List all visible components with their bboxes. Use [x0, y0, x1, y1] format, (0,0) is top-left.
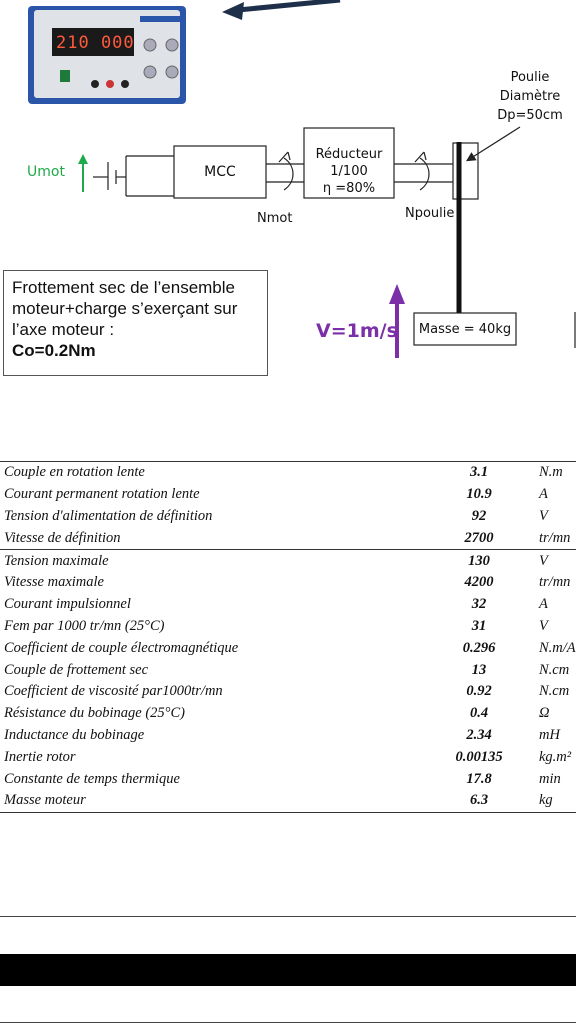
spec-value: 6.3: [469, 792, 489, 809]
mcc-label: MCC: [204, 164, 236, 180]
mass-box: [413, 312, 517, 346]
spec-unit: A: [539, 486, 548, 503]
spec-name: Tension d'alimentation de définition: [4, 507, 213, 524]
spec-unit: V: [539, 617, 548, 634]
table-row: Inductance du bobinage 2.34 mH: [0, 725, 576, 747]
spec-unit: kg.m²: [539, 748, 572, 765]
spec-unit: V: [539, 507, 548, 524]
spec-value: 10.9: [466, 486, 492, 503]
spec-unit: N.cm: [539, 683, 570, 700]
spec-value: 13: [471, 661, 487, 678]
pulley-line-1: Poulie: [510, 70, 550, 85]
spec-value: 17.8: [466, 770, 492, 787]
table-row: Résistance du bobinage (25°C) 0.4 Ω: [0, 703, 576, 725]
spec-value: 4200: [464, 574, 494, 591]
reducer-label: Réducteur 1/100 η =80%: [304, 146, 394, 197]
spec-unit: kg: [539, 792, 553, 809]
spec-name: Courant permanent rotation lente: [4, 486, 200, 503]
spec-unit: N.m: [539, 464, 563, 481]
pulley-annotation: Poulie Diamètre Dp=50cm: [488, 68, 572, 125]
spec-unit: mH: [539, 726, 560, 743]
psu-display: 210 000: [56, 33, 135, 53]
spec-unit: tr/mn: [539, 529, 571, 546]
spec-value: 2700: [464, 529, 494, 546]
reducer-efficiency: η =80%: [322, 181, 376, 196]
spec-name: Vitesse maximale: [4, 574, 104, 591]
table-row: Constante de temps thermique 17.8 min: [0, 768, 576, 790]
table-row: Tension d'alimentation de définition 92 V: [0, 506, 576, 528]
pulley-line-2: Diamètre: [499, 89, 561, 104]
table-row: Vitesse de définition 2700 tr/mn: [0, 527, 576, 549]
spec-name: Inductance du bobinage: [4, 726, 145, 743]
table-row: Couple de frottement sec 13 N.cm: [0, 659, 576, 681]
reducer-title: Réducteur: [315, 147, 383, 162]
spec-value: 130: [424, 549, 534, 572]
spec-unit: N.m/A: [539, 639, 576, 656]
table-row: Fem par 1000 tr/mn (25°C) 31 V: [0, 616, 576, 638]
spec-value: 31: [471, 617, 487, 634]
spec-name: Masse moteur: [4, 792, 86, 809]
umot-label: Umot: [27, 164, 65, 180]
spec-name: Constante de temps thermique: [4, 770, 180, 787]
friction-value: Co=0.2Nm: [12, 341, 96, 360]
friction-line-1: Frottement sec de l’ensemble: [12, 278, 235, 297]
table-row: Courant permanent rotation lente 10.9 A: [0, 484, 576, 506]
spec-unit: V: [534, 549, 576, 572]
spec-name: Vitesse de définition: [4, 529, 121, 546]
table-row: Inertie rotor 0.00135 kg.m²: [0, 746, 576, 768]
black-bar: [0, 954, 576, 986]
spec-name: Tension maximale: [0, 549, 424, 572]
table-row: Masse moteur 6.3 kg: [0, 790, 576, 812]
table-row: Coefficient de couple électromagnétique 0…: [0, 637, 576, 659]
spec-value: 2.34: [466, 726, 492, 743]
spec-value: 0.296: [462, 639, 496, 656]
table-row: Vitesse maximale 4200 tr/mn: [0, 572, 576, 594]
speed-label: V=1m/s: [316, 320, 398, 342]
spec-name: Fem par 1000 tr/mn (25°C): [4, 617, 165, 634]
spec-unit: Ω: [539, 705, 550, 722]
mass-label: Masse = 40kg: [418, 322, 512, 337]
spec-unit: A: [539, 596, 548, 613]
divider-line: [0, 916, 576, 917]
table-row: Couple en rotation lente 3.1 N.m: [0, 462, 576, 484]
power-supply-unit: [28, 6, 186, 104]
divider-line: [0, 1022, 576, 1023]
spec-name: Courant impulsionnel: [4, 596, 131, 613]
system-diagram: [28, 0, 576, 358]
spec-value: 0.00135: [455, 748, 503, 765]
voltage-source: [93, 155, 175, 197]
spec-value: 92: [471, 507, 487, 524]
spec-name: Couple de frottement sec: [4, 661, 149, 678]
spec-value: 0.4: [469, 705, 489, 722]
top-arrow: [222, 0, 341, 20]
mcc-box: [173, 145, 267, 199]
spec-value: 3.1: [469, 464, 489, 481]
friction-line-2: moteur+charge s’exerçant sur: [12, 299, 238, 318]
npoulie-label: Npoulie: [405, 206, 455, 221]
friction-line-3: l’axe moteur :: [12, 320, 115, 339]
spec-name: Inertie rotor: [4, 748, 76, 765]
spec-name: Coefficient de couple électromagnétique: [4, 639, 239, 656]
spec-value: 32: [471, 596, 487, 613]
friction-note: Frottement sec de l’ensemble moteur+char…: [3, 270, 268, 376]
reducer-ratio: 1/100: [330, 164, 368, 179]
spec-name: Résistance du bobinage (25°C): [4, 705, 185, 722]
spec-unit: tr/mn: [539, 574, 571, 591]
pulley-line-3: Dp=50cm: [497, 108, 563, 123]
motor-spec-table: Couple en rotation lente 3.1 N.m Courant p…: [0, 461, 576, 813]
spec-name: Couple en rotation lente: [4, 464, 145, 481]
spec-unit: N.cm: [539, 661, 570, 678]
spec-value: 0.92: [466, 683, 492, 700]
table-row: Courant impulsionnel 32 A: [0, 594, 576, 616]
spec-unit: min: [539, 770, 561, 787]
reducer-box: [303, 127, 395, 199]
table-row: Coefficient de viscosité par1000tr/mn 0.9…: [0, 681, 576, 703]
spec-name: Coefficient de viscosité par1000tr/mn: [4, 683, 223, 700]
nmot-label: Nmot: [257, 211, 293, 226]
